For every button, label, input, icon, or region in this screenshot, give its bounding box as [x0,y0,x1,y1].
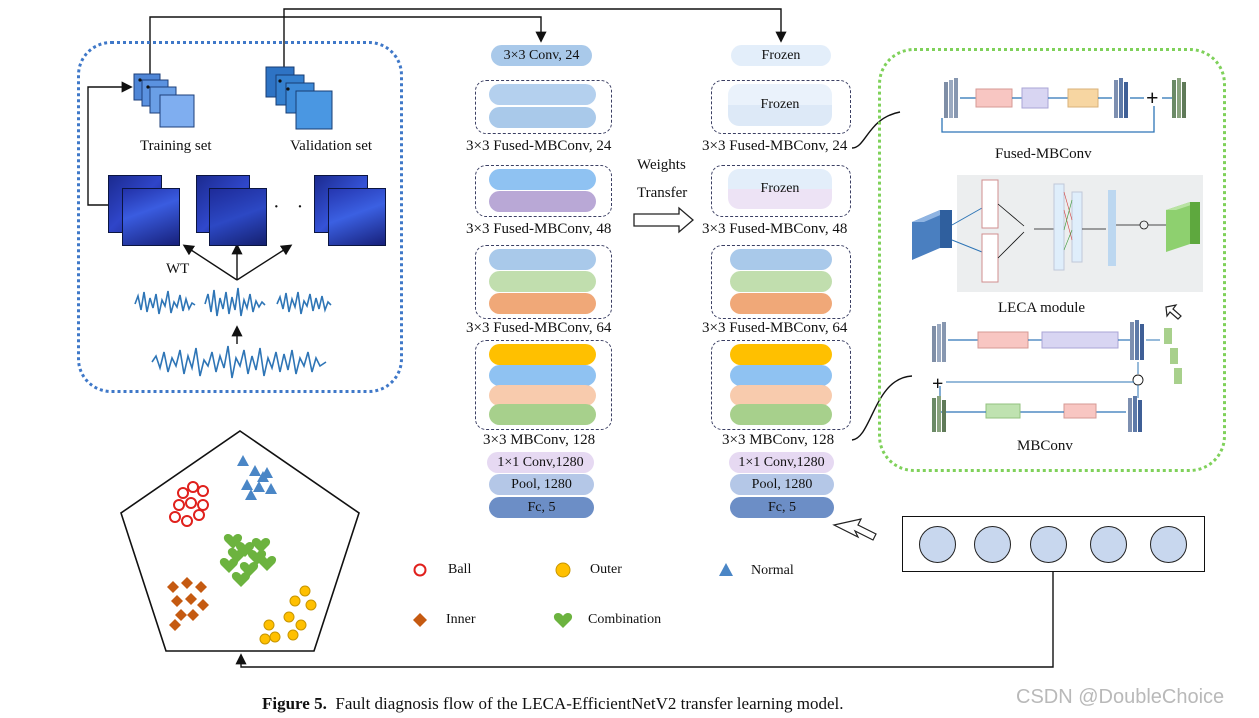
ball-cluster [169,481,209,527]
validation-set-stack-icon [265,66,333,130]
inner-cluster [167,577,209,631]
validation-set-label: Validation set [290,138,373,154]
svg-text:+: + [1146,85,1159,110]
target-layer [730,249,832,270]
target-block-group-2 [711,165,851,217]
source-block-group-1 [475,80,612,134]
source-layer [489,191,596,212]
source-stage2-label: 3×3 Fused-MBConv, 48 [466,221,612,237]
source-block-group-4 [475,340,612,430]
source-layer [489,365,596,386]
cluster-pentagon [120,430,360,652]
ellipsis: · · [273,196,310,218]
source-layer [489,271,596,292]
source-layer [489,344,596,365]
module-detail-panel [878,48,1226,472]
target-fc: Fc, 5 [730,497,834,518]
source-fc: Fc, 5 [489,497,594,518]
source-pool: Pool, 1280 [489,474,594,495]
combination-legend-icon [553,613,573,628]
target-layer [730,271,832,292]
source-stage3-label: 3×3 Fused-MBConv, 64 [466,320,612,336]
svg-text:+: + [932,373,943,395]
target-layer [730,365,832,386]
training-set-stack-icon [133,73,195,128]
source-stem-conv: 3×3 Conv, 24 [491,45,592,66]
source-layer [489,385,596,406]
fused-mbconv-diagram: + [941,78,1186,133]
outer-legend-icon [555,562,571,578]
source-layer [489,404,596,425]
raw-signal-waveform [151,345,327,379]
output-neuron-box [902,516,1205,572]
source-head-conv: 1×1 Conv,1280 [487,452,594,473]
weights-label: Weights [637,157,686,173]
transfer-label: Transfer [637,185,688,201]
target-pool: Pool, 1280 [730,474,834,495]
legend-ball-label: Ball [448,562,472,577]
output-neuron [1030,526,1067,563]
normal-cluster [237,455,277,500]
figure-number: Figure 5. [262,694,327,713]
leca-module-label: LECA module [998,300,1086,316]
target-layer [730,385,832,406]
target-stage3-label: 3×3 Fused-MBConv, 64 [702,320,848,336]
mbconv-label: MBConv [1017,438,1073,454]
legend-outer-label: Outer [590,562,622,577]
source-layer [489,249,596,270]
output-neuron [974,526,1011,563]
weights-transfer-arrow [633,206,694,234]
figure-caption-text: Fault diagnosis flow of the LECA-Efficie… [335,694,844,713]
source-block-group-2 [475,165,612,217]
spectrogram-image [122,188,180,246]
target-layer [730,344,832,365]
source-stage1-label: 3×3 Fused-MBConv, 24 [466,138,612,154]
source-layer [489,107,596,128]
mbconv-diagram: + [932,320,1182,432]
target-head-conv: 1×1 Conv,1280 [729,452,834,473]
figure-caption: Figure 5. Fault diagnosis flow of the LE… [262,694,844,714]
target-stage1-label: 3×3 Fused-MBConv, 24 [702,138,848,154]
legend-normal-label: Normal [751,563,794,578]
source-stage4-label: 3×3 MBConv, 128 [483,432,596,448]
output-neuron [1090,526,1127,563]
target-frozen-layers: Frozen [728,169,832,209]
outer-cluster [259,585,317,645]
combination-cluster [219,534,277,587]
vibration-waveforms [134,287,332,317]
normal-legend-icon [719,563,733,576]
output-neuron [919,526,956,563]
target-block-group-3 [711,245,851,319]
spectrogram-image [209,188,267,246]
target-block-group-4 [711,340,851,430]
source-layer [489,169,596,190]
inner-legend-icon [413,613,427,627]
target-stage2-label: 3×3 Fused-MBConv, 48 [702,221,848,237]
target-block-group-1 [711,80,851,134]
target-layer [730,293,832,314]
watermark: CSDN @DoubleChoice [1016,686,1225,708]
wt-label: WT [166,261,190,277]
legend-combination-label: Combination [588,612,662,627]
target-stage4-label: 3×3 MBConv, 128 [722,432,835,448]
target-stem-frozen: Frozen [731,45,831,66]
source-layer [489,84,596,105]
leca-module-diagram [912,179,1200,283]
data-split-panel [77,41,403,393]
target-frozen-layers: Frozen [728,84,832,126]
legend-inner-label: Inner [446,612,476,627]
ball-legend-icon [413,563,427,577]
source-layer [489,293,596,314]
training-set-label: Training set [140,138,212,154]
fused-mbconv-label: Fused-MBConv [995,146,1092,162]
target-layer [730,404,832,425]
source-block-group-3 [475,245,612,319]
spectrogram-image [328,188,386,246]
output-neuron [1150,526,1187,563]
